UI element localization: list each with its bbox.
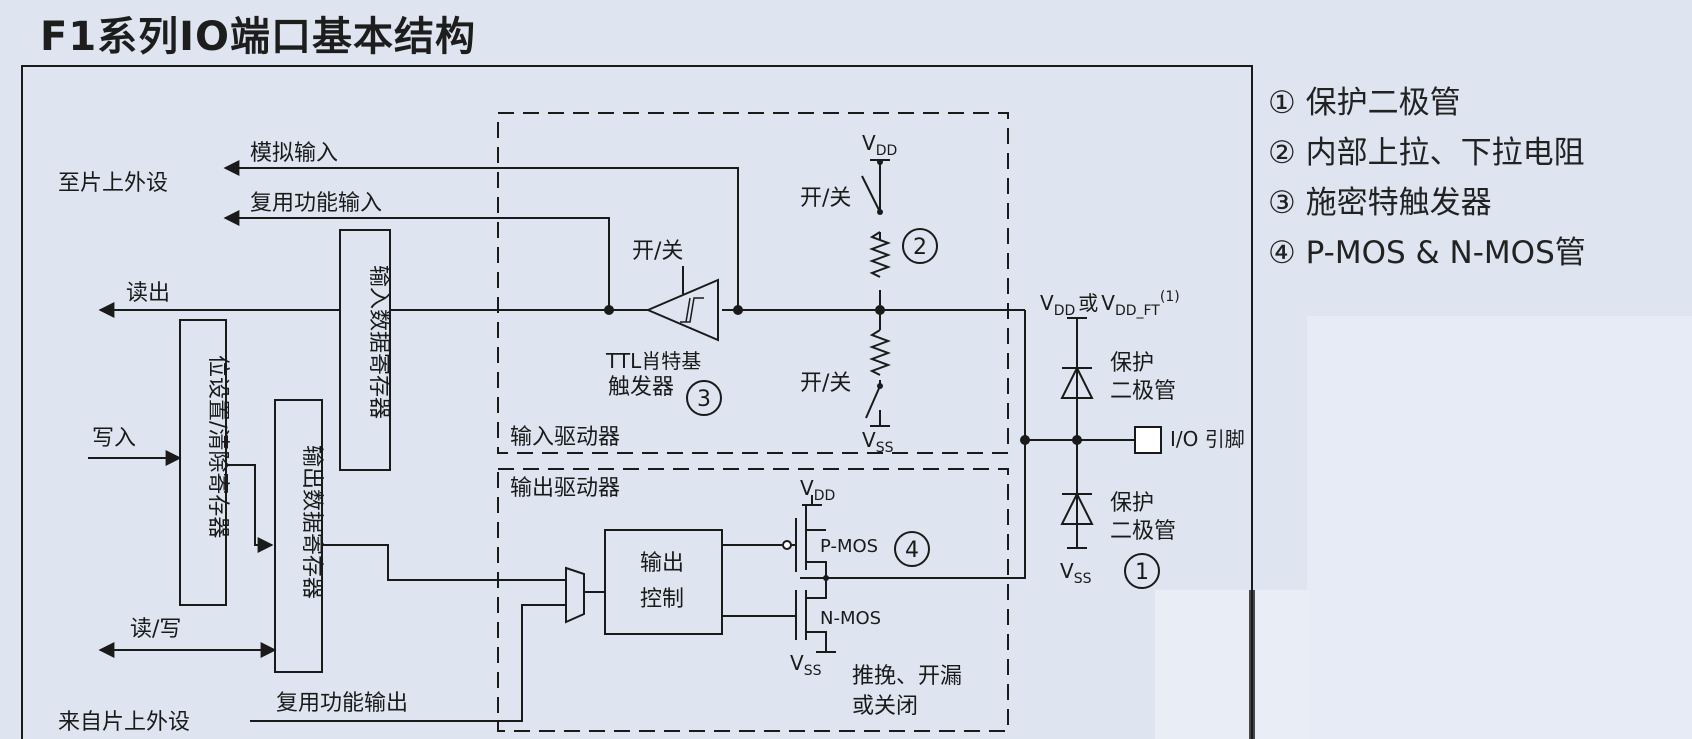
label-mode-1: 推挽、开漏 <box>852 664 962 689</box>
label-vss-out: VSS <box>790 651 822 679</box>
alt-func-input-line <box>223 210 610 310</box>
label-diode-top-2: 二极管 <box>1110 379 1176 404</box>
legend: ① 保护二极管 ② 内部上拉、下拉电阻 ③ 施密特触发器 ④ P-MOS & N… <box>1268 78 1586 278</box>
label-switch-top: 开/关 <box>800 186 851 211</box>
junction-dot <box>1020 435 1030 445</box>
label-vss-right: VSS <box>1060 559 1092 587</box>
io-pin-box <box>1134 426 1162 454</box>
legend-item: ④ P-MOS & N-MOS管 <box>1268 235 1586 271</box>
label-switch-bottom: 开/关 <box>800 371 851 396</box>
pmos-vdd <box>805 495 813 530</box>
legend-item: ② 内部上拉、下拉电阻 <box>1268 135 1585 171</box>
screen-glare-region <box>1155 590 1310 739</box>
output-control-box <box>604 529 723 635</box>
junction-dot <box>877 159 883 165</box>
circled-mark-2 <box>902 228 938 264</box>
pull-down-resistor <box>869 329 891 376</box>
output-mux <box>565 566 585 624</box>
schmitt-trigger <box>645 278 719 342</box>
label-read-out: 读出 <box>126 281 170 306</box>
screen-glare-region <box>1307 316 1692 739</box>
label-switch-trigger: 开/关 <box>632 239 683 264</box>
odr-to-mux <box>322 544 566 581</box>
output-driver-box <box>497 468 1009 732</box>
circled-mark-1 <box>1124 553 1160 589</box>
page-title: F1系列IO端口基本结构 <box>40 14 477 60</box>
mark-3-text: 3 <box>697 387 711 412</box>
junction-dot <box>877 383 883 389</box>
output-data-register-box <box>274 399 323 673</box>
input-data-register-box <box>339 229 391 471</box>
label-ttl-line1: TTL肖特基 <box>605 349 701 373</box>
input-data-register-label: 输入数据寄存器 <box>366 265 391 419</box>
label-pmos: P-MOS <box>820 536 878 557</box>
input-driver-box <box>497 112 1009 454</box>
junction-dot <box>1072 435 1082 445</box>
label-ttl-line2: 触发器 <box>608 375 674 400</box>
circled-mark-4 <box>894 531 930 567</box>
junction-dot <box>733 305 743 315</box>
bitreg-link <box>226 464 274 553</box>
label-alt-func-output: 复用功能输出 <box>276 691 408 716</box>
label-mode-2: 或关闭 <box>852 694 918 719</box>
diagram-frame <box>21 65 1253 739</box>
alt-func-output-line <box>250 604 566 722</box>
mark-1-text: 1 <box>1135 560 1149 585</box>
label-read-write: 读/写 <box>130 617 181 642</box>
bit-set-clear-register-box <box>179 319 227 606</box>
label-vdd-top: VDD <box>862 131 897 159</box>
mark-4-text: 4 <box>905 538 919 563</box>
mark-2-text: 2 <box>913 235 927 260</box>
circled-mark-3 <box>686 380 722 416</box>
label-analog-input: 模拟输入 <box>250 141 338 166</box>
analog-input-line <box>223 160 739 310</box>
label-output-control-1: 输出 <box>640 551 684 576</box>
switch-top <box>861 162 881 213</box>
junction-dot <box>877 209 883 215</box>
bit-set-clear-register-label: 位设置/清除寄存器 <box>205 355 230 538</box>
label-to-peripheral: 至片上外设 <box>58 171 168 196</box>
output-data-register-label: 输出数据寄存器 <box>299 445 324 599</box>
label-vss-mid: VSS <box>862 428 894 456</box>
junction-dot <box>875 305 885 315</box>
label-output-control-2: 控制 <box>640 587 684 612</box>
legend-item: ③ 施密特触发器 <box>1268 185 1492 221</box>
label-vdd-out: VDD <box>800 476 835 504</box>
protect-diode-top <box>1060 365 1094 399</box>
label-input-driver: 输入驱动器 <box>510 425 620 450</box>
pin-node-line <box>800 310 1026 579</box>
switch-bottom <box>865 385 881 426</box>
label-from-peripheral: 来自片上外设 <box>58 710 190 735</box>
label-write-in: 写入 <box>92 426 136 451</box>
label-nmos: N-MOS <box>820 608 881 629</box>
label-diode-bot-2: 二极管 <box>1110 519 1176 544</box>
pull-up-resistor <box>869 231 891 278</box>
label-alt-func-input: 复用功能输入 <box>250 191 382 216</box>
protect-diode-bottom <box>1060 491 1094 525</box>
label-diode-bot-1: 保护 <box>1110 491 1154 516</box>
label-output-driver: 输出驱动器 <box>510 476 620 501</box>
pmos-gate-bubble <box>782 540 792 550</box>
label-io-pin: I/O 引脚 <box>1170 427 1245 451</box>
junction-dot <box>604 305 614 315</box>
label-diode-top-1: 保护 <box>1110 351 1154 376</box>
legend-item: ① 保护二极管 <box>1268 85 1461 121</box>
hysteresis-icon <box>680 297 704 323</box>
junction-dot <box>823 575 829 581</box>
